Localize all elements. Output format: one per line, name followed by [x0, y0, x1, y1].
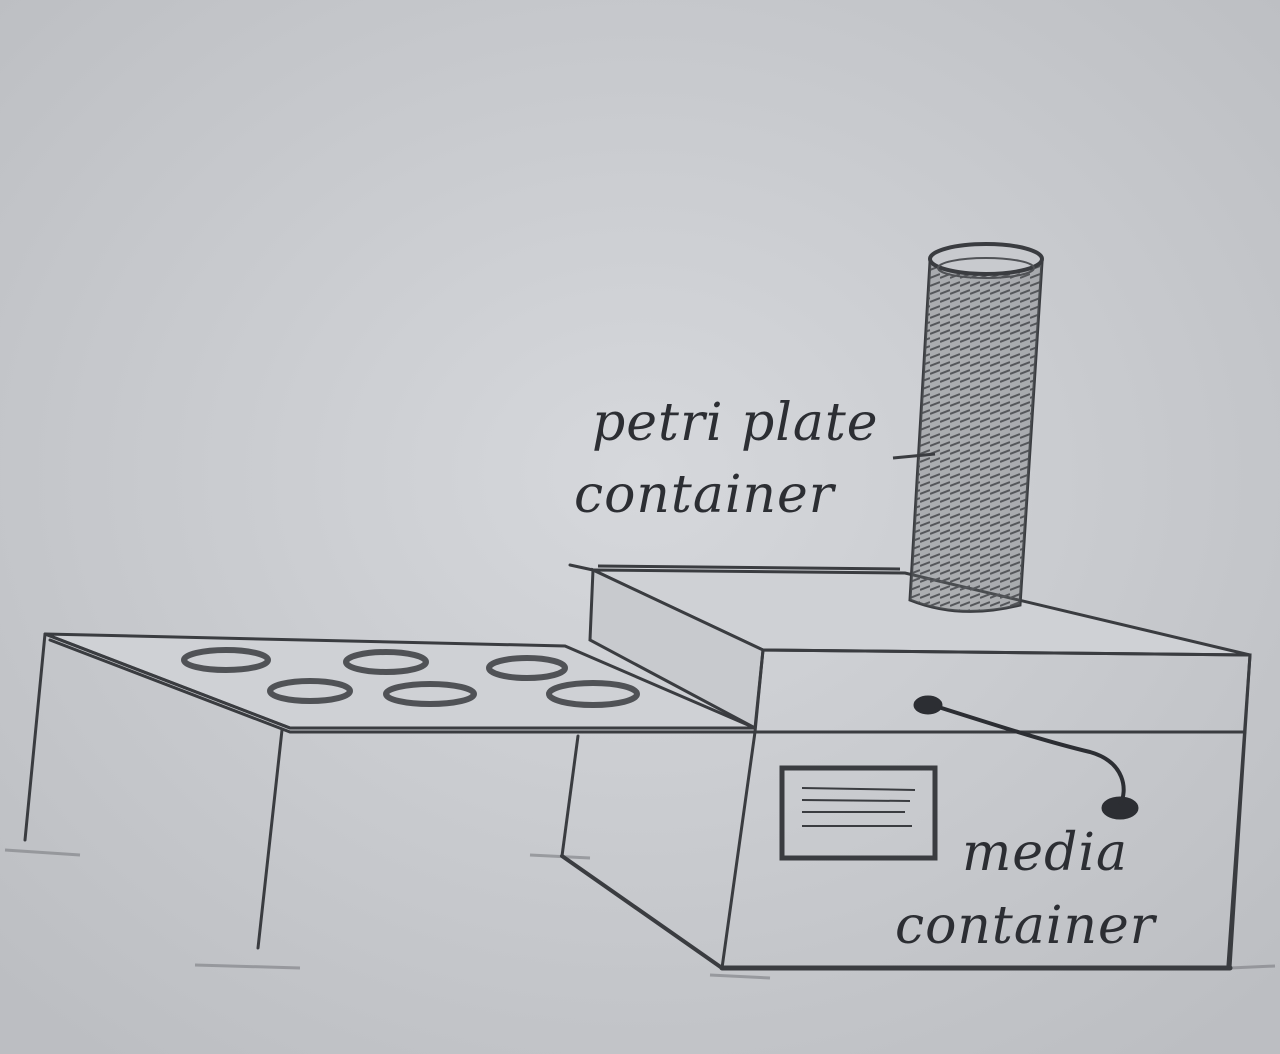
- petri-label-line2: container: [574, 465, 837, 525]
- media-label-line1: media: [962, 823, 1128, 883]
- media-label-line2: container: [895, 896, 1158, 956]
- petri-plate-stack-icon: [910, 244, 1042, 611]
- petri-label-line1: petri plate: [592, 393, 879, 453]
